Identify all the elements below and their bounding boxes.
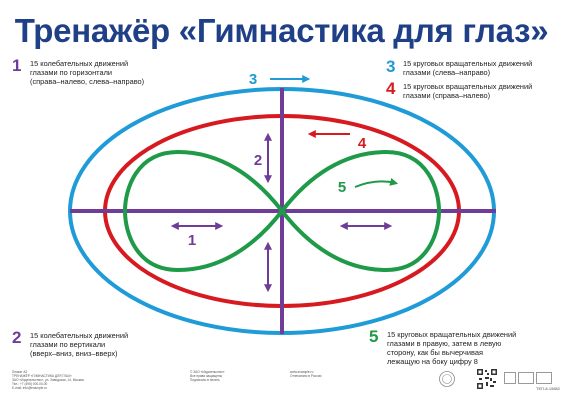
footer-imprint-middle: © ЗАО «Издательство» Все права защищены … — [190, 370, 280, 382]
footer-imprint-right: www.example.ru Отпечатано в России — [290, 370, 380, 378]
footer-line: Все права защищены — [190, 374, 223, 378]
footer-line: Отпечатано в России — [290, 374, 322, 378]
note-line: 15 колебательных движений — [30, 59, 129, 68]
label-horizontal: 1 — [188, 232, 196, 249]
note-text: 15 круговых вращательных движений глазам… — [387, 330, 516, 366]
footer-line: E-mail: info@example.ru — [12, 386, 47, 390]
note-line: лежащую на боку цифру 8 — [387, 357, 478, 366]
note-text: 15 колебательных движений глазами по вер… — [30, 331, 128, 358]
note-line: глазами по горизонтали — [30, 68, 113, 77]
note-number: 1 — [12, 56, 22, 75]
footer-line: ТРЕНАЖЁР «ГИМНАСТИКА ДЛЯ ГЛАЗ» — [12, 374, 72, 378]
note-number: 5 — [369, 327, 379, 346]
footer-line: ЗАО «Издательство», ул. Заводская, 14, М… — [12, 378, 84, 382]
note-line: (справа–налево, слева–направо) — [30, 77, 145, 86]
poster-title: Тренажёр «Гимнастика для глаз» — [14, 12, 549, 49]
product-code: ТЕП-8-19882 — [536, 386, 560, 391]
footer-line: Тел.: +7 (495) 000-00-00 — [12, 382, 48, 386]
footer-line: Подписано в печать — [190, 378, 220, 382]
note-number: 2 — [12, 328, 22, 347]
note-line: глазами (слева–направо) — [403, 68, 491, 77]
footer-line: © ЗАО «Издательство» — [190, 370, 225, 374]
note-line: 15 круговых вращательных движений — [403, 59, 533, 68]
note-line: глазами (справа–налево) — [403, 91, 491, 100]
note-text: 15 круговых вращательных движений глазам… — [403, 82, 532, 100]
publisher-logo-icon — [439, 371, 455, 387]
note-line: 15 круговых вращательных движений — [387, 330, 517, 339]
footer-imprint-left: Плакат А2 ТРЕНАЖЁР «ГИМНАСТИКА ДЛЯ ГЛАЗ»… — [12, 370, 132, 390]
note-line: глазами по вертикали — [30, 340, 106, 349]
label-clockwise: 3 — [249, 71, 257, 88]
figure-eight — [122, 149, 442, 273]
note-line: 15 колебательных движений — [30, 331, 129, 340]
note-number: 4 — [386, 79, 396, 98]
note-line: сторону, как бы вычерчивая — [387, 348, 483, 357]
note-line: (вверх–вниз, вниз–вверх) — [30, 349, 118, 358]
footer-line: www.example.ru — [290, 370, 314, 374]
label-figure-eight: 5 — [338, 179, 346, 196]
note-text: 15 круговых вращательных движений глазам… — [403, 59, 532, 77]
note-text: 15 колебательных движений глазами по гор… — [30, 59, 144, 86]
label-vertical: 2 — [254, 152, 262, 169]
note-line: 15 круговых вращательных движений — [403, 82, 533, 91]
footer-line: Плакат А2 — [12, 370, 28, 374]
marking-badge — [518, 372, 534, 384]
label-counterclockwise: 4 — [358, 135, 367, 152]
note-line: глазами в правую, затем в левую — [387, 339, 502, 348]
certification-badge — [536, 372, 552, 384]
figure-eight-arrow-icon — [354, 177, 399, 188]
qr-code-icon — [476, 368, 498, 390]
note-number: 3 — [386, 57, 396, 76]
age-badge — [504, 372, 516, 384]
